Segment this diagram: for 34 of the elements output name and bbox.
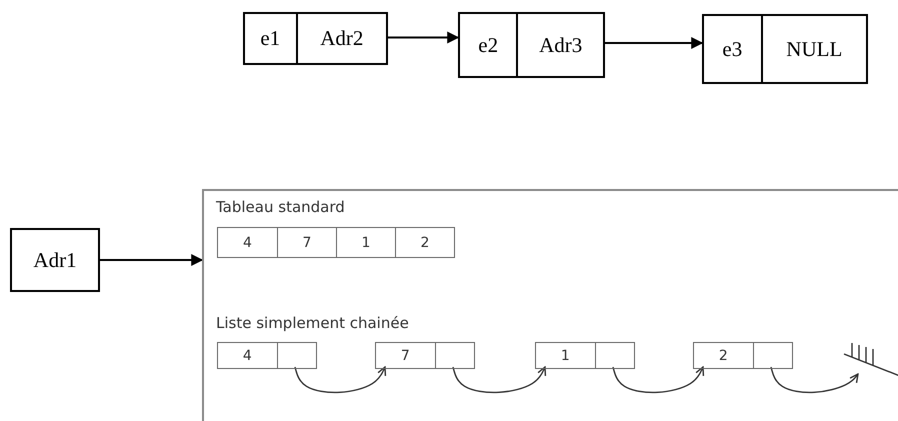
list-node	[458, 12, 605, 78]
array-value: 1	[336, 228, 395, 257]
arrow	[770, 366, 859, 394]
element-value: e1	[259, 25, 282, 52]
next-address: Adr2	[296, 14, 386, 63]
arrow	[605, 37, 704, 49]
element-value: e3	[721, 36, 744, 62]
arrow	[294, 366, 386, 394]
array-value: 2	[395, 228, 454, 257]
list-node	[243, 12, 388, 65]
array-value: 4	[242, 234, 253, 252]
arrow	[612, 366, 704, 394]
section-heading: Tableau standard	[216, 198, 345, 216]
list-node	[217, 342, 317, 369]
arrow	[100, 254, 204, 266]
next-address: NULL	[760, 16, 866, 82]
element-value: e2	[477, 32, 500, 58]
arrow	[452, 366, 546, 394]
node-value: 7	[400, 346, 411, 366]
list-node	[375, 342, 475, 369]
array-table	[217, 227, 455, 258]
array-value: 7	[277, 228, 336, 257]
list-node	[702, 14, 868, 84]
panel-frame	[202, 189, 898, 421]
node-value: 1	[560, 346, 571, 366]
list-node	[693, 342, 793, 369]
list-node	[535, 342, 635, 369]
next-address: Adr3	[516, 14, 603, 76]
arrow	[388, 32, 460, 44]
address-label: Adr1	[33, 248, 77, 272]
node-value: 4	[242, 346, 253, 366]
address-box	[10, 228, 100, 292]
section-heading: Liste simplement chainée	[216, 314, 409, 332]
node-value: 2	[718, 346, 729, 366]
